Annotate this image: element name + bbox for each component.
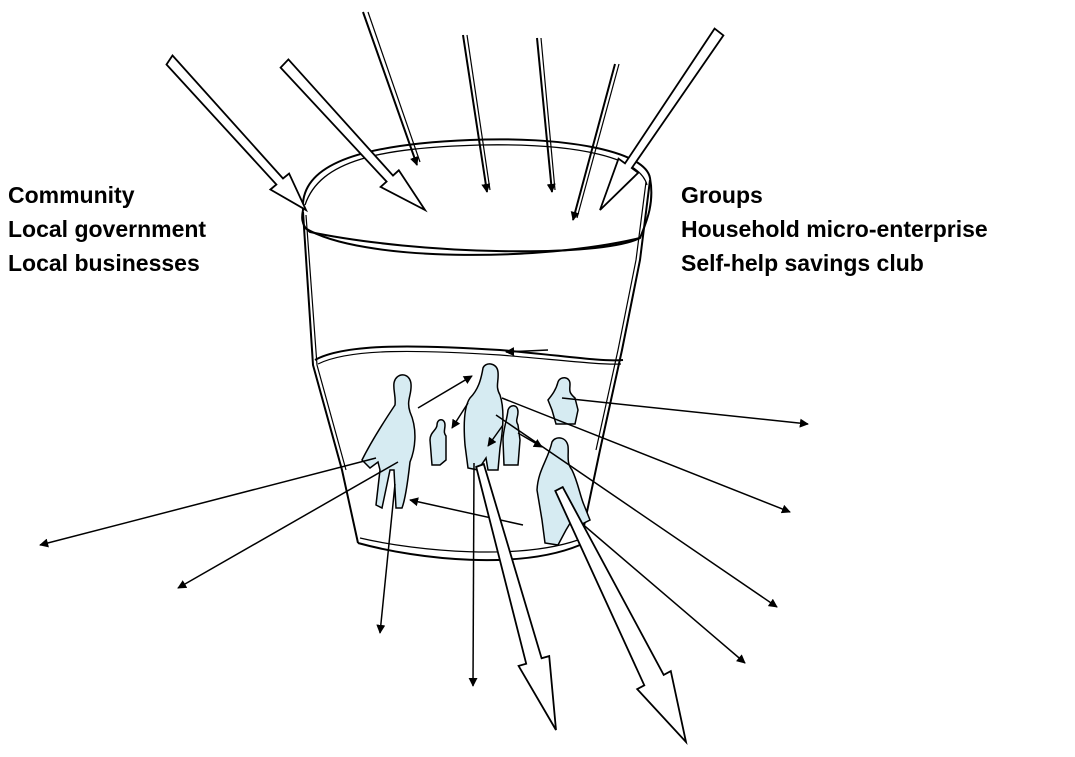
bucket-left-side [303,212,358,543]
right-labels: Groups Household micro-enterprise Self-h… [681,178,988,280]
outflow-arrow-4 [473,463,474,686]
inflow-arrow-2 [463,35,487,192]
bucket-rim [302,139,651,251]
label-local-government: Local government [8,212,206,246]
left-labels: Community Local government Local busines… [8,178,206,280]
label-household-micro-enterprise: Household micro-enterprise [681,212,988,246]
outflow-arrow-8 [566,510,745,663]
people [362,364,590,545]
label-groups: Groups [681,178,988,212]
inflow-arrow-1b [368,12,420,162]
bucket-rim-inner [305,145,647,205]
inflow-arrow-2b [467,35,490,190]
inflow-hollow-arrows [167,29,724,210]
outflow-line-arrows [40,398,808,686]
internal-arrow-6 [410,500,523,525]
internal-arrow-2 [418,376,472,408]
outflow-arrow-1 [40,458,376,545]
person-small-3 [548,378,578,424]
outflow-arrow-7 [496,415,777,607]
label-local-businesses: Local businesses [8,246,206,280]
bucket-right-side-2 [596,182,646,450]
outflow-arrow-hollow-2 [555,487,686,742]
person-tall-center [464,364,503,470]
label-self-help-savings-club: Self-help savings club [681,246,988,280]
inflow-arrow-3 [537,38,552,192]
label-community: Community [8,178,206,212]
person-small-2 [503,406,520,465]
bucket [302,139,651,560]
inflow-arrow-3b [541,38,555,190]
person-large-left [362,375,415,508]
person-small-1 [430,420,446,465]
inflow-arrow-hollow-2 [281,59,425,210]
inflow-arrow-1 [363,12,417,165]
outflow-arrow-5 [562,398,808,424]
internal-arrow-5 [518,433,542,447]
